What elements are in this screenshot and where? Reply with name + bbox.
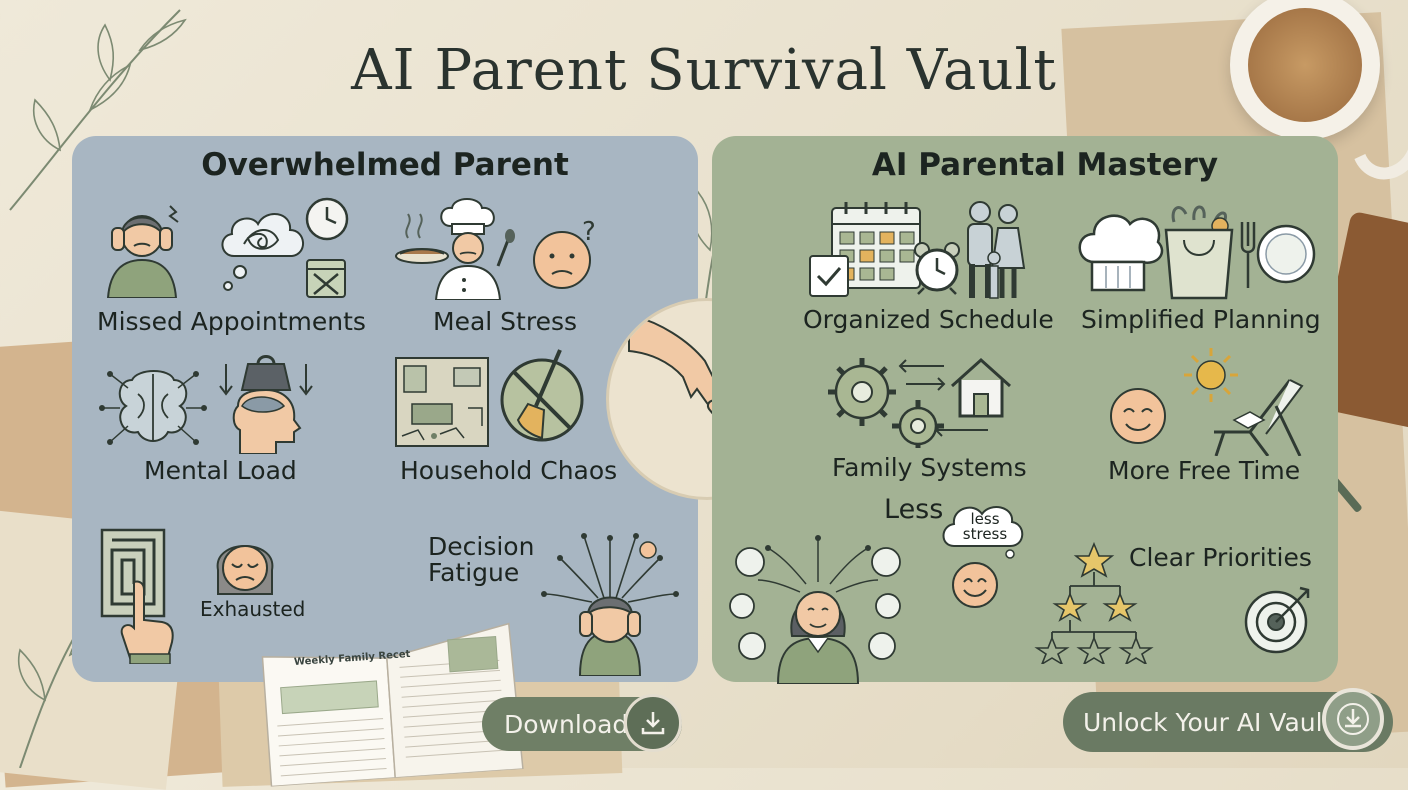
steaming-pot-icon — [395, 213, 449, 264]
gears-icon — [828, 358, 946, 448]
simplified-planning-label: Simplified Planning — [1081, 305, 1321, 334]
thought-cloud-icon — [942, 506, 1024, 559]
weekly-family-booklet — [261, 622, 524, 787]
ai-parental-mastery-heading: AI Parental Mastery — [871, 147, 1219, 183]
missed-appointments-label: Missed Appointments — [97, 307, 366, 336]
more-free-time-label: More Free Time — [1108, 456, 1301, 485]
less-stress-bubble-text: less stress — [962, 510, 1008, 543]
pointing-hand-icon — [120, 580, 174, 664]
brain-circuit-icon — [99, 370, 207, 445]
ai-parental-mastery-panel — [712, 136, 1338, 682]
confused-face-icon: ? — [533, 218, 596, 289]
exhausted-label: Exhausted — [200, 597, 306, 621]
leaf-branch-left-top — [9, 9, 187, 211]
tangled-thought-icon — [221, 213, 304, 291]
less-label: Less — [884, 494, 944, 525]
organized-schedule-label: Organized Schedule — [803, 305, 1054, 334]
overwhelmed-parent-heading: Overwhelmed Parent — [201, 147, 569, 183]
svg-text:?: ? — [582, 218, 596, 247]
flow-arrow-icon — [934, 423, 988, 437]
decision-fatigue-label: Decision Fatigue — [428, 532, 535, 588]
smiley-icon — [1110, 388, 1166, 444]
stressed-parent-icon — [106, 205, 179, 298]
sun-icon — [1184, 348, 1238, 402]
unlock-download-icon[interactable] — [1322, 688, 1384, 750]
download-button-label: Download — [504, 709, 629, 739]
checklist-icon — [809, 255, 849, 297]
meal-stress-label: Meal Stress — [433, 307, 577, 336]
tired-face-icon — [216, 545, 274, 595]
messy-room-icon — [395, 357, 489, 447]
mental-load-label: Mental Load — [144, 456, 297, 485]
calendar-icon — [831, 202, 921, 289]
target-icon — [1244, 586, 1310, 654]
download-icon[interactable] — [624, 694, 682, 752]
page-title: AI Parent Survival Vault — [351, 38, 1057, 103]
alarm-clock-icon — [914, 242, 960, 295]
calm-woman-icon — [729, 535, 901, 684]
weight-head-icon — [219, 355, 313, 454]
house-icon — [950, 357, 1012, 418]
chef-hat-icon — [1078, 214, 1164, 292]
smile-icon — [952, 562, 998, 608]
star-hierarchy-icon — [1034, 541, 1154, 664]
clear-priorities-label: Clear Priorities — [1129, 543, 1312, 572]
household-chaos-label: Household Chaos — [400, 456, 618, 485]
deck-chair-icon — [1214, 379, 1304, 456]
family-icon — [967, 201, 1026, 299]
clock-icon — [305, 197, 349, 241]
overloaded-head-icon — [541, 533, 679, 676]
family-systems-label: Family Systems — [832, 453, 1027, 482]
calendar-crossed-icon — [306, 259, 346, 298]
unlock-vault-button-label: Unlock Your AI Vault — [1083, 707, 1333, 737]
coffee — [1248, 8, 1362, 122]
grocery-bag-icon — [1164, 205, 1234, 300]
no-broom-icon — [500, 349, 584, 442]
plate-cutlery-icon — [1240, 222, 1316, 288]
chef-icon — [434, 198, 515, 300]
